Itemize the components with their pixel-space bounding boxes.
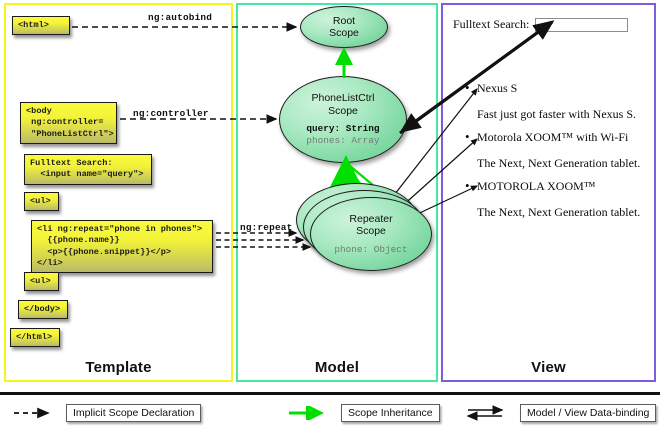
scope-root-title-line2: Scope [329,27,359,39]
scope-phonelistctrl-title-line1: PhoneListCtrl [311,92,375,105]
scope-phonelistctrl-properties: query: String phones: Array [306,123,379,147]
legend-arrow-green-icon [289,406,324,420]
scope-root-title-line1: Root [332,14,356,27]
fulltext-search-label: Fulltext Search: [453,17,530,31]
code-box-ul-open: <ul> [24,192,59,212]
code-box-fulltext-search: Fulltext Search: <input name="query"> [24,154,152,185]
panel-template-label: Template [85,359,152,376]
panel-view-label: View [531,359,566,376]
search-row: Fulltext Search: [453,17,629,32]
edge-label-ng-controller: ng:controller [133,108,209,119]
edge-label-ng-repeat: ng:repeat [240,222,293,233]
phone-snippet: The Next, Next Generation tablet. [477,156,641,170]
legend-item-model-view-data-binding: Model / View Data-binding [466,404,657,422]
list-item: Motorola XOOM™ with Wi-Fi The Next, Next… [465,129,657,171]
code-box-body-controller: <body ng:controller= "PhoneListCtrl"> [20,102,117,145]
search-input[interactable] [535,17,629,32]
legend-label-scope-inheritance: Scope Inheritance [341,404,440,422]
legend-label-model-view-data-binding: Model / View Data-binding [520,404,657,422]
scope-repeater-properties: phone: Object [334,244,407,256]
phone-snippet: The Next, Next Generation tablet. [477,205,641,219]
code-box-html-close: </html> [10,328,60,348]
legend-label-implicit-scope-declaration: Implicit Scope Declaration [66,404,202,422]
phone-name: Nexus S [465,80,657,96]
scope-property-phone: phone: Object [334,243,408,255]
scope-property-phones: phones: Array [306,134,380,146]
code-box-body-close: </body> [18,300,68,320]
legend-arrow-double-icon [466,405,504,421]
scope-repeater-title-line1: Repeater [349,212,393,225]
phone-name: Motorola XOOM™ with Wi-Fi [465,129,657,145]
list-item: Nexus S Fast just got faster with Nexus … [465,80,657,122]
scope-property-query: query: String [306,123,380,135]
scope-repeater-title-line2: Scope [356,225,386,238]
code-box-li-ngrepeat: <li ng:repeat="phone in phones"> {{phone… [31,220,213,274]
phone-name: MOTOROLA XOOM™ [465,178,657,194]
scope-phonelistctrl-title-line2: Scope [328,104,358,117]
legend-item-implicit-scope-declaration: Implicit Scope Declaration [12,404,202,422]
legend-item-scope-inheritance: Scope Inheritance [287,404,440,422]
panel-model-label: Model [314,359,360,376]
code-box-ul-close: <ul> [24,272,59,292]
scope-ellipse-repeater: Repeater Scope phone: Object [310,197,432,271]
scope-ellipse-root: Root Scope [300,6,388,48]
list-item: MOTOROLA XOOM™ The Next, Next Generation… [465,178,657,220]
legend-arrow-dashed-icon [14,407,50,419]
scope-ellipse-phonelistctrl: PhoneListCtrl Scope query: String phones… [279,76,407,163]
code-box-html-open: <html> [12,16,70,36]
edge-label-ng-autobind: ng:autobind [148,12,213,23]
legend-divider [0,392,660,395]
phone-snippet: Fast just got faster with Nexus S. [477,107,636,121]
view-rendered-output: Fulltext Search: Nexus S Fast just got f… [447,9,650,359]
